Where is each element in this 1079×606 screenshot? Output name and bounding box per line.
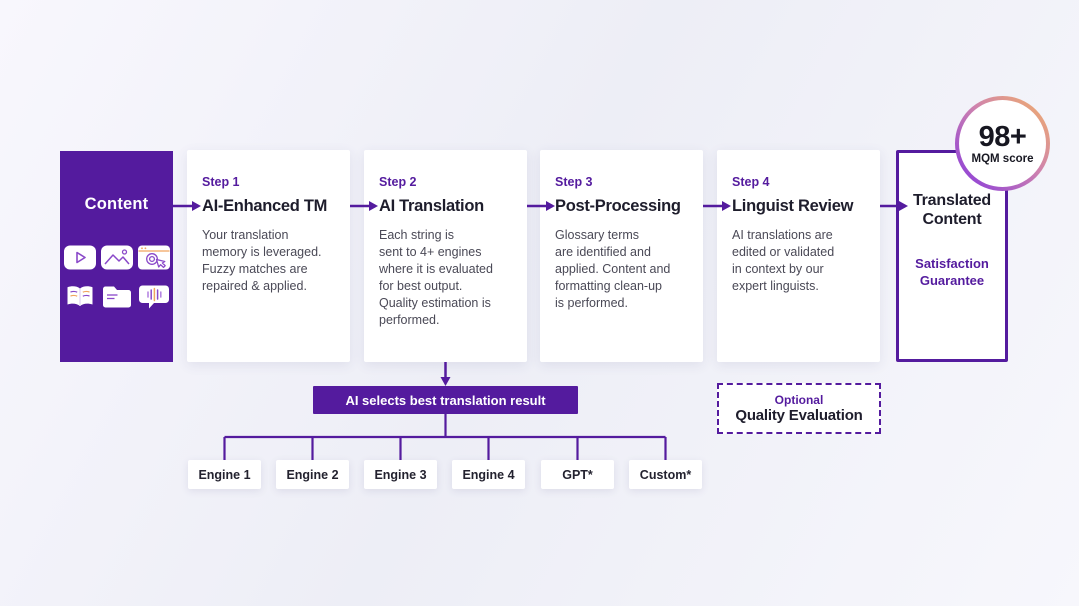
book-icon bbox=[63, 283, 97, 310]
folder-icon bbox=[100, 283, 134, 310]
engine-box-1: Engine 1 bbox=[188, 460, 261, 489]
step-card-2: Step 2 AI Translation Each string is sen… bbox=[364, 150, 527, 362]
audio-icon bbox=[137, 283, 171, 310]
step-label: Step 3 bbox=[555, 175, 593, 189]
quality-evaluation-title: Quality Evaluation bbox=[735, 406, 863, 424]
step-description: AI translations are edited or validated … bbox=[732, 228, 835, 293]
engine-box-custom: Custom* bbox=[629, 460, 702, 489]
step-description: Each string is sent to 4+ engines where … bbox=[379, 228, 493, 327]
step-description: Your translation memory is leveraged. Fu… bbox=[202, 228, 322, 293]
translated-content-box: Translated Content Satisfaction Guarante… bbox=[896, 150, 1008, 362]
step-title: Post-Processing bbox=[555, 197, 681, 215]
engine-tree-connector bbox=[223, 414, 667, 460]
ai-selector-bar: AI selects best translation result bbox=[313, 386, 578, 414]
mqm-score-label: MQM score bbox=[971, 152, 1034, 165]
optional-label: Optional bbox=[774, 392, 824, 407]
website-icon bbox=[137, 244, 171, 271]
step-label: Step 1 bbox=[202, 175, 240, 189]
mqm-score-value: 98+ bbox=[978, 120, 1027, 153]
step-description: Glossary terms are identified and applie… bbox=[555, 228, 671, 310]
content-type-icons bbox=[63, 244, 171, 310]
image-icon bbox=[100, 244, 134, 271]
step-title: AI Translation bbox=[379, 197, 484, 215]
flow-arrow-step2-to-selector bbox=[440, 362, 451, 386]
step-label: Step 2 bbox=[379, 175, 417, 189]
satisfaction-guarantee-label: Satisfaction Guarantee bbox=[915, 256, 989, 288]
engine-box-3: Engine 3 bbox=[364, 460, 437, 489]
translated-content-title: Translated Content bbox=[912, 192, 992, 228]
step-title: AI-Enhanced TM bbox=[202, 197, 328, 215]
step-label: Step 4 bbox=[732, 175, 770, 189]
step-card-4: Step 4 Linguist Review AI translations a… bbox=[717, 150, 880, 362]
mqm-score-badge-inner: 98+ MQM score bbox=[959, 100, 1046, 187]
step-card-1: Step 1 AI-Enhanced TM Your translation m… bbox=[187, 150, 350, 362]
engine-box-2: Engine 2 bbox=[276, 460, 349, 489]
content-box-title: Content bbox=[84, 195, 149, 213]
engine-box-4: Engine 4 bbox=[452, 460, 525, 489]
mqm-score-badge: 98+ MQM score bbox=[955, 96, 1050, 191]
optional-quality-evaluation-box: Optional Quality Evaluation bbox=[717, 383, 881, 434]
engine-box-gpt: GPT* bbox=[541, 460, 614, 489]
step-card-3: Step 3 Post-Processing Glossary terms ar… bbox=[540, 150, 703, 362]
video-icon bbox=[63, 244, 97, 271]
ai-selector-bar-label: AI selects best translation result bbox=[345, 392, 546, 408]
step-title: Linguist Review bbox=[732, 197, 854, 215]
content-source-box: Content bbox=[60, 151, 173, 362]
